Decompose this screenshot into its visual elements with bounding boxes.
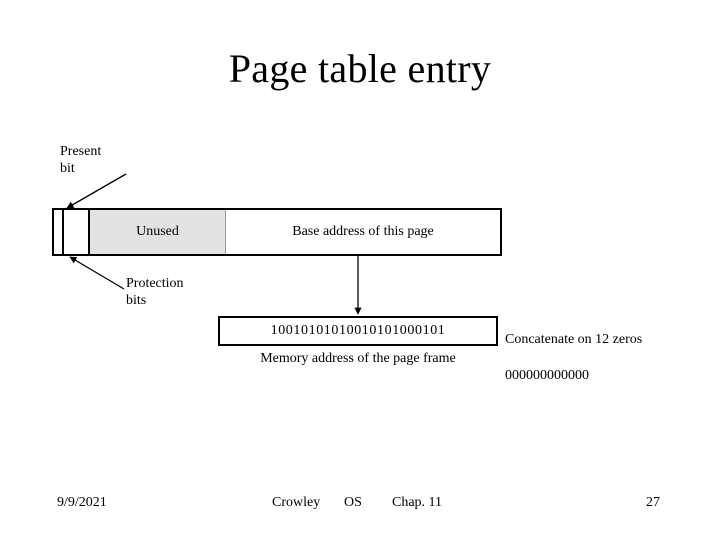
pte-cell-base-address: Base address of this page <box>226 210 500 254</box>
footer-page-number: 27 <box>646 495 660 510</box>
pte-cell-protection-bits <box>64 210 90 254</box>
protection-bits-label: Protection bits <box>126 276 184 308</box>
footer-author: Crowley <box>272 495 321 510</box>
concatenate-note-text: Concatenate on 12 zeros <box>505 332 643 347</box>
page-title: Page table entry <box>228 46 492 91</box>
pte-cell-unused: Unused <box>90 210 226 254</box>
protection-bits-leader-arrow <box>69 256 125 290</box>
memory-address-box: 10010101010010101000101 <box>218 316 498 346</box>
memory-address-bits: 10010101010010101000101 <box>270 323 446 338</box>
memory-address-caption: Memory address of the page frame <box>260 351 456 366</box>
concatenate-note: Concatenate on 12 zeros 000000000000 <box>505 313 642 403</box>
page-table-entry-bar: Unused Base address of this page <box>52 208 502 256</box>
footer-chapter: Chap. 11 <box>392 495 443 510</box>
pte-cell-present-bit <box>54 210 64 254</box>
present-bit-leader-arrow <box>66 173 127 209</box>
footer-date: 9/9/2021 <box>57 495 107 510</box>
concatenate-note-zeros: 000000000000 <box>505 368 589 383</box>
present-bit-label: Present bit <box>60 144 102 176</box>
slide-footer: 9/9/2021 Crowley OS Chap. 11 27 <box>0 495 720 517</box>
footer-course: OS <box>344 495 362 510</box>
